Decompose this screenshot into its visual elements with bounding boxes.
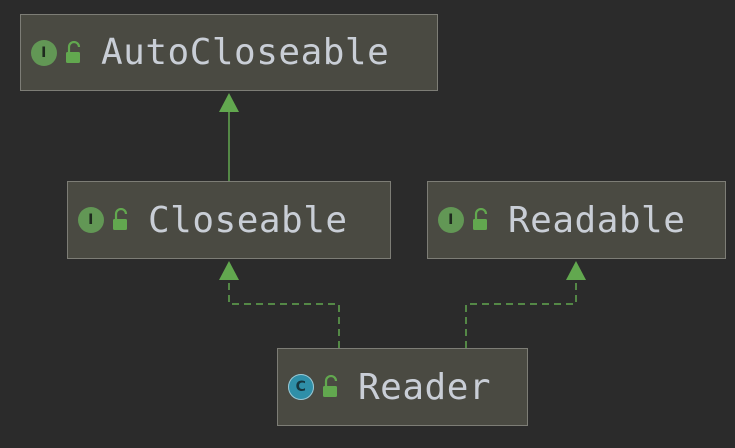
- arrowhead-autocloseable: [219, 93, 239, 112]
- arrowhead-closeable: [219, 261, 239, 280]
- node-closeable[interactable]: I Closeable: [67, 181, 391, 259]
- class-badge-icon: C: [288, 374, 314, 400]
- node-label: Reader: [358, 366, 492, 408]
- node-label: AutoCloseable: [101, 32, 390, 73]
- edge-reader-to-readable: [465, 278, 577, 348]
- open-lock-icon: [323, 375, 338, 397]
- node-reader[interactable]: C Reader: [277, 348, 528, 426]
- node-label: Readable: [508, 199, 686, 241]
- node-readable[interactable]: I Readable: [427, 181, 726, 259]
- open-lock-icon: [473, 208, 488, 230]
- interface-badge-icon: I: [78, 207, 104, 233]
- arrowhead-readable: [566, 261, 586, 280]
- open-lock-icon: [113, 208, 128, 230]
- edge-reader-to-closeable: [228, 278, 340, 348]
- node-label: Closeable: [148, 199, 348, 241]
- interface-badge-icon: I: [31, 39, 57, 66]
- interface-badge-icon: I: [438, 207, 464, 233]
- node-autocloseable[interactable]: I AutoCloseable: [20, 14, 438, 91]
- open-lock-icon: [66, 40, 81, 63]
